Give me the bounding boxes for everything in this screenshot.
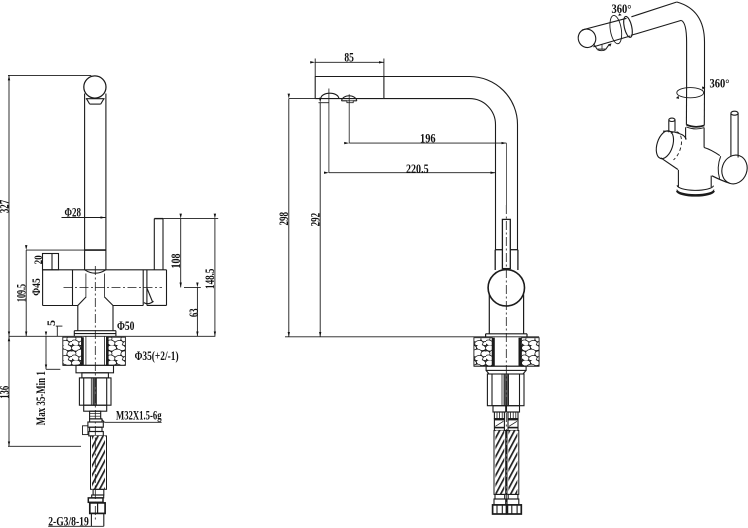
svg-text:63: 63	[186, 308, 201, 317]
svg-text:360°: 360°	[710, 75, 730, 90]
svg-text:Φ50: Φ50	[117, 318, 135, 333]
svg-text:148.5: 148.5	[202, 268, 217, 289]
svg-text:Max 35-Min 1: Max 35-Min 1	[33, 371, 48, 425]
svg-text:108: 108	[168, 253, 183, 268]
svg-text:298: 298	[276, 212, 291, 226]
svg-text:2-G3/8-19: 2-G3/8-19	[48, 513, 89, 528]
svg-text:Φ35(+2/-1): Φ35(+2/-1)	[135, 348, 179, 363]
svg-text:Φ28: Φ28	[65, 205, 82, 219]
svg-text:220.5: 220.5	[406, 161, 429, 176]
svg-text:Φ45: Φ45	[29, 278, 43, 296]
svg-text:M32X1.5-6g: M32X1.5-6g	[116, 408, 162, 423]
svg-text:136: 136	[0, 385, 11, 398]
svg-text:196: 196	[420, 130, 436, 145]
svg-text:109.5: 109.5	[14, 284, 29, 302]
svg-text:327: 327	[0, 200, 11, 214]
svg-text:85: 85	[344, 50, 354, 65]
svg-text:360°: 360°	[612, 1, 632, 16]
svg-text:292: 292	[308, 213, 323, 227]
svg-text:20: 20	[31, 255, 45, 264]
svg-text:5: 5	[44, 320, 58, 326]
